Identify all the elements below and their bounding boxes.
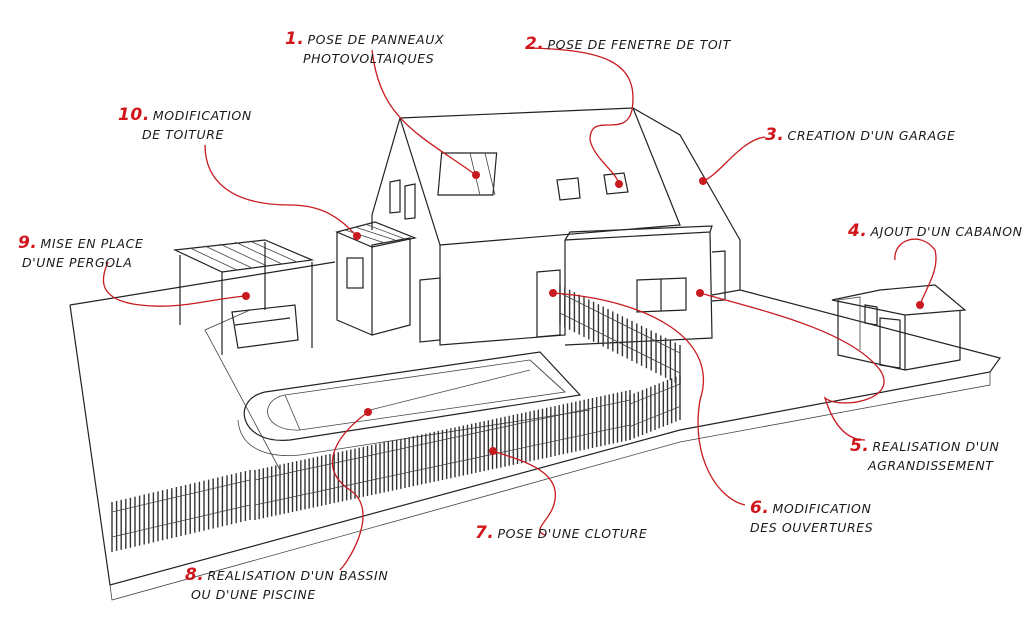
annotation-2: 2.POSE DE FENETRE DE TOIT [525,34,731,54]
dot-3 [699,177,707,185]
dot-1 [472,171,480,179]
house [335,107,741,346]
fence-rail [559,292,681,374]
dot-2 [615,180,623,188]
fence-rail [254,399,631,506]
annotation-7: 7.POSE D'UNE CLOTURE [475,523,648,543]
fence-rail [111,479,251,538]
dot-8 [364,408,372,416]
pergola [172,239,315,355]
fence-rail [629,383,681,427]
ground-plot [69,261,1001,601]
leader-lines [102,47,937,571]
dot-4 [916,301,924,309]
dot-5 [696,289,704,297]
annotation-3: 3.CREATION D'UN GARAGE [765,125,956,145]
dot-6 [549,289,557,297]
shed [831,284,967,371]
annotation-dots [242,171,924,455]
dot-10 [353,232,361,240]
dot-9 [242,292,250,300]
annotation-4: 4.AJOUT D'UN CABANON [848,221,1023,241]
dot-7 [489,447,497,455]
pool [237,351,591,456]
fence [111,285,681,552]
